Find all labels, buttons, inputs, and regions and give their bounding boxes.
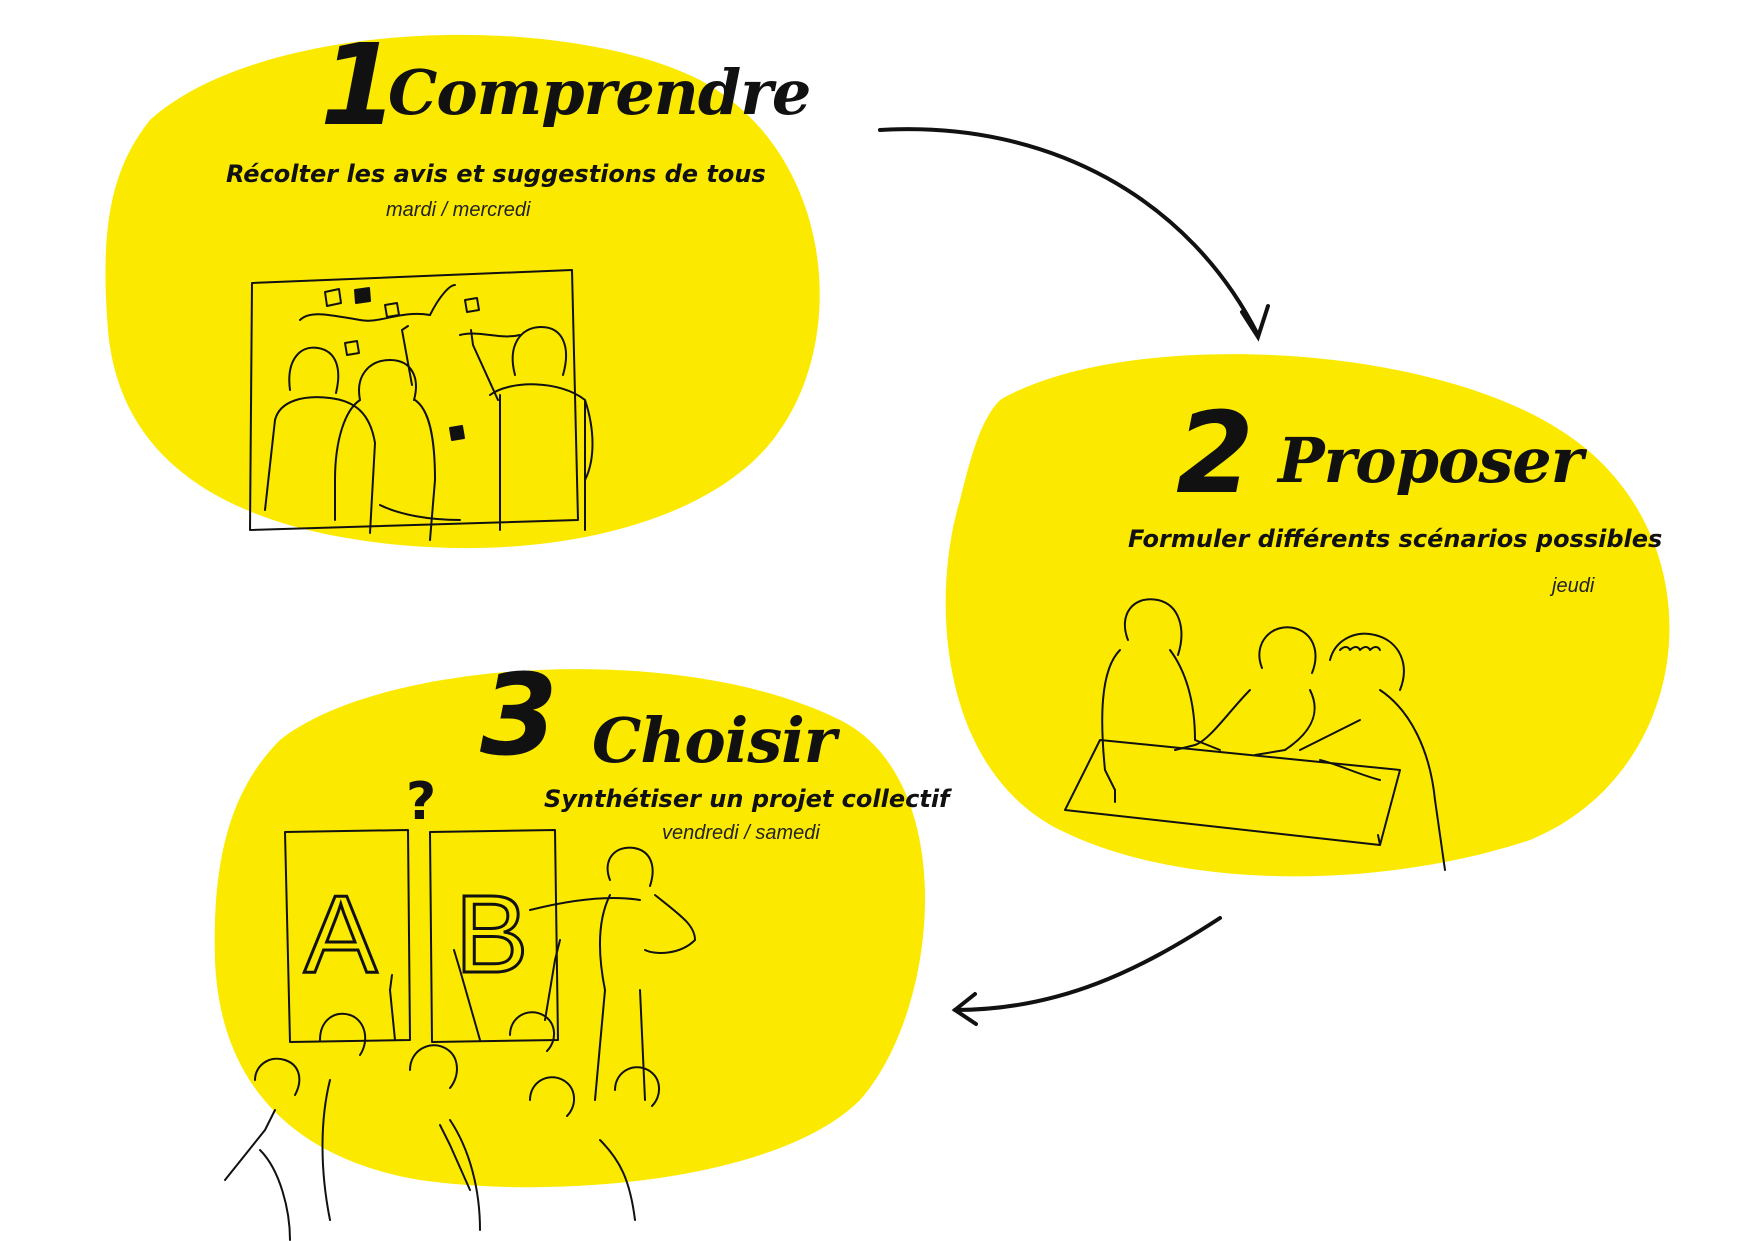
step-1-subtitle: Récolter les avis et suggestions de tous — [226, 160, 766, 188]
step-2-days: jeudi — [1552, 575, 1595, 597]
step-3-number: 3 — [480, 651, 558, 781]
question-mark: ? — [406, 772, 437, 832]
arrow-2-to-3 — [951, 916, 1222, 1026]
option-b-letter: B — [453, 873, 529, 996]
step-1-number: 1 — [320, 21, 398, 151]
option-b-board — [429, 829, 559, 1043]
step-3-subtitle: Synthétiser un projet collectif — [544, 785, 950, 813]
step-1-title: Comprendre — [388, 56, 811, 129]
step-2-title: Proposer — [1278, 424, 1583, 497]
illustration-people-at-table — [1064, 598, 1446, 871]
step-2-blob — [945, 354, 1670, 877]
illustration-people-at-board — [249, 269, 594, 541]
step-1-days: mardi / mercredi — [386, 199, 531, 221]
step-2-subtitle: Formuler différents scénarios possibles — [1128, 525, 1663, 553]
step-3-blob — [214, 669, 925, 1188]
illustration-vote — [224, 829, 696, 1241]
arrow-1-to-2 — [878, 127, 1270, 342]
step-3-days: vendredi / samedi — [662, 822, 820, 844]
step-3-title: Choisir — [592, 704, 836, 777]
option-a-letter: A — [302, 873, 378, 996]
step-2-number: 2 — [1176, 389, 1254, 519]
step-1-blob — [105, 34, 820, 549]
option-a-board — [284, 829, 411, 1043]
